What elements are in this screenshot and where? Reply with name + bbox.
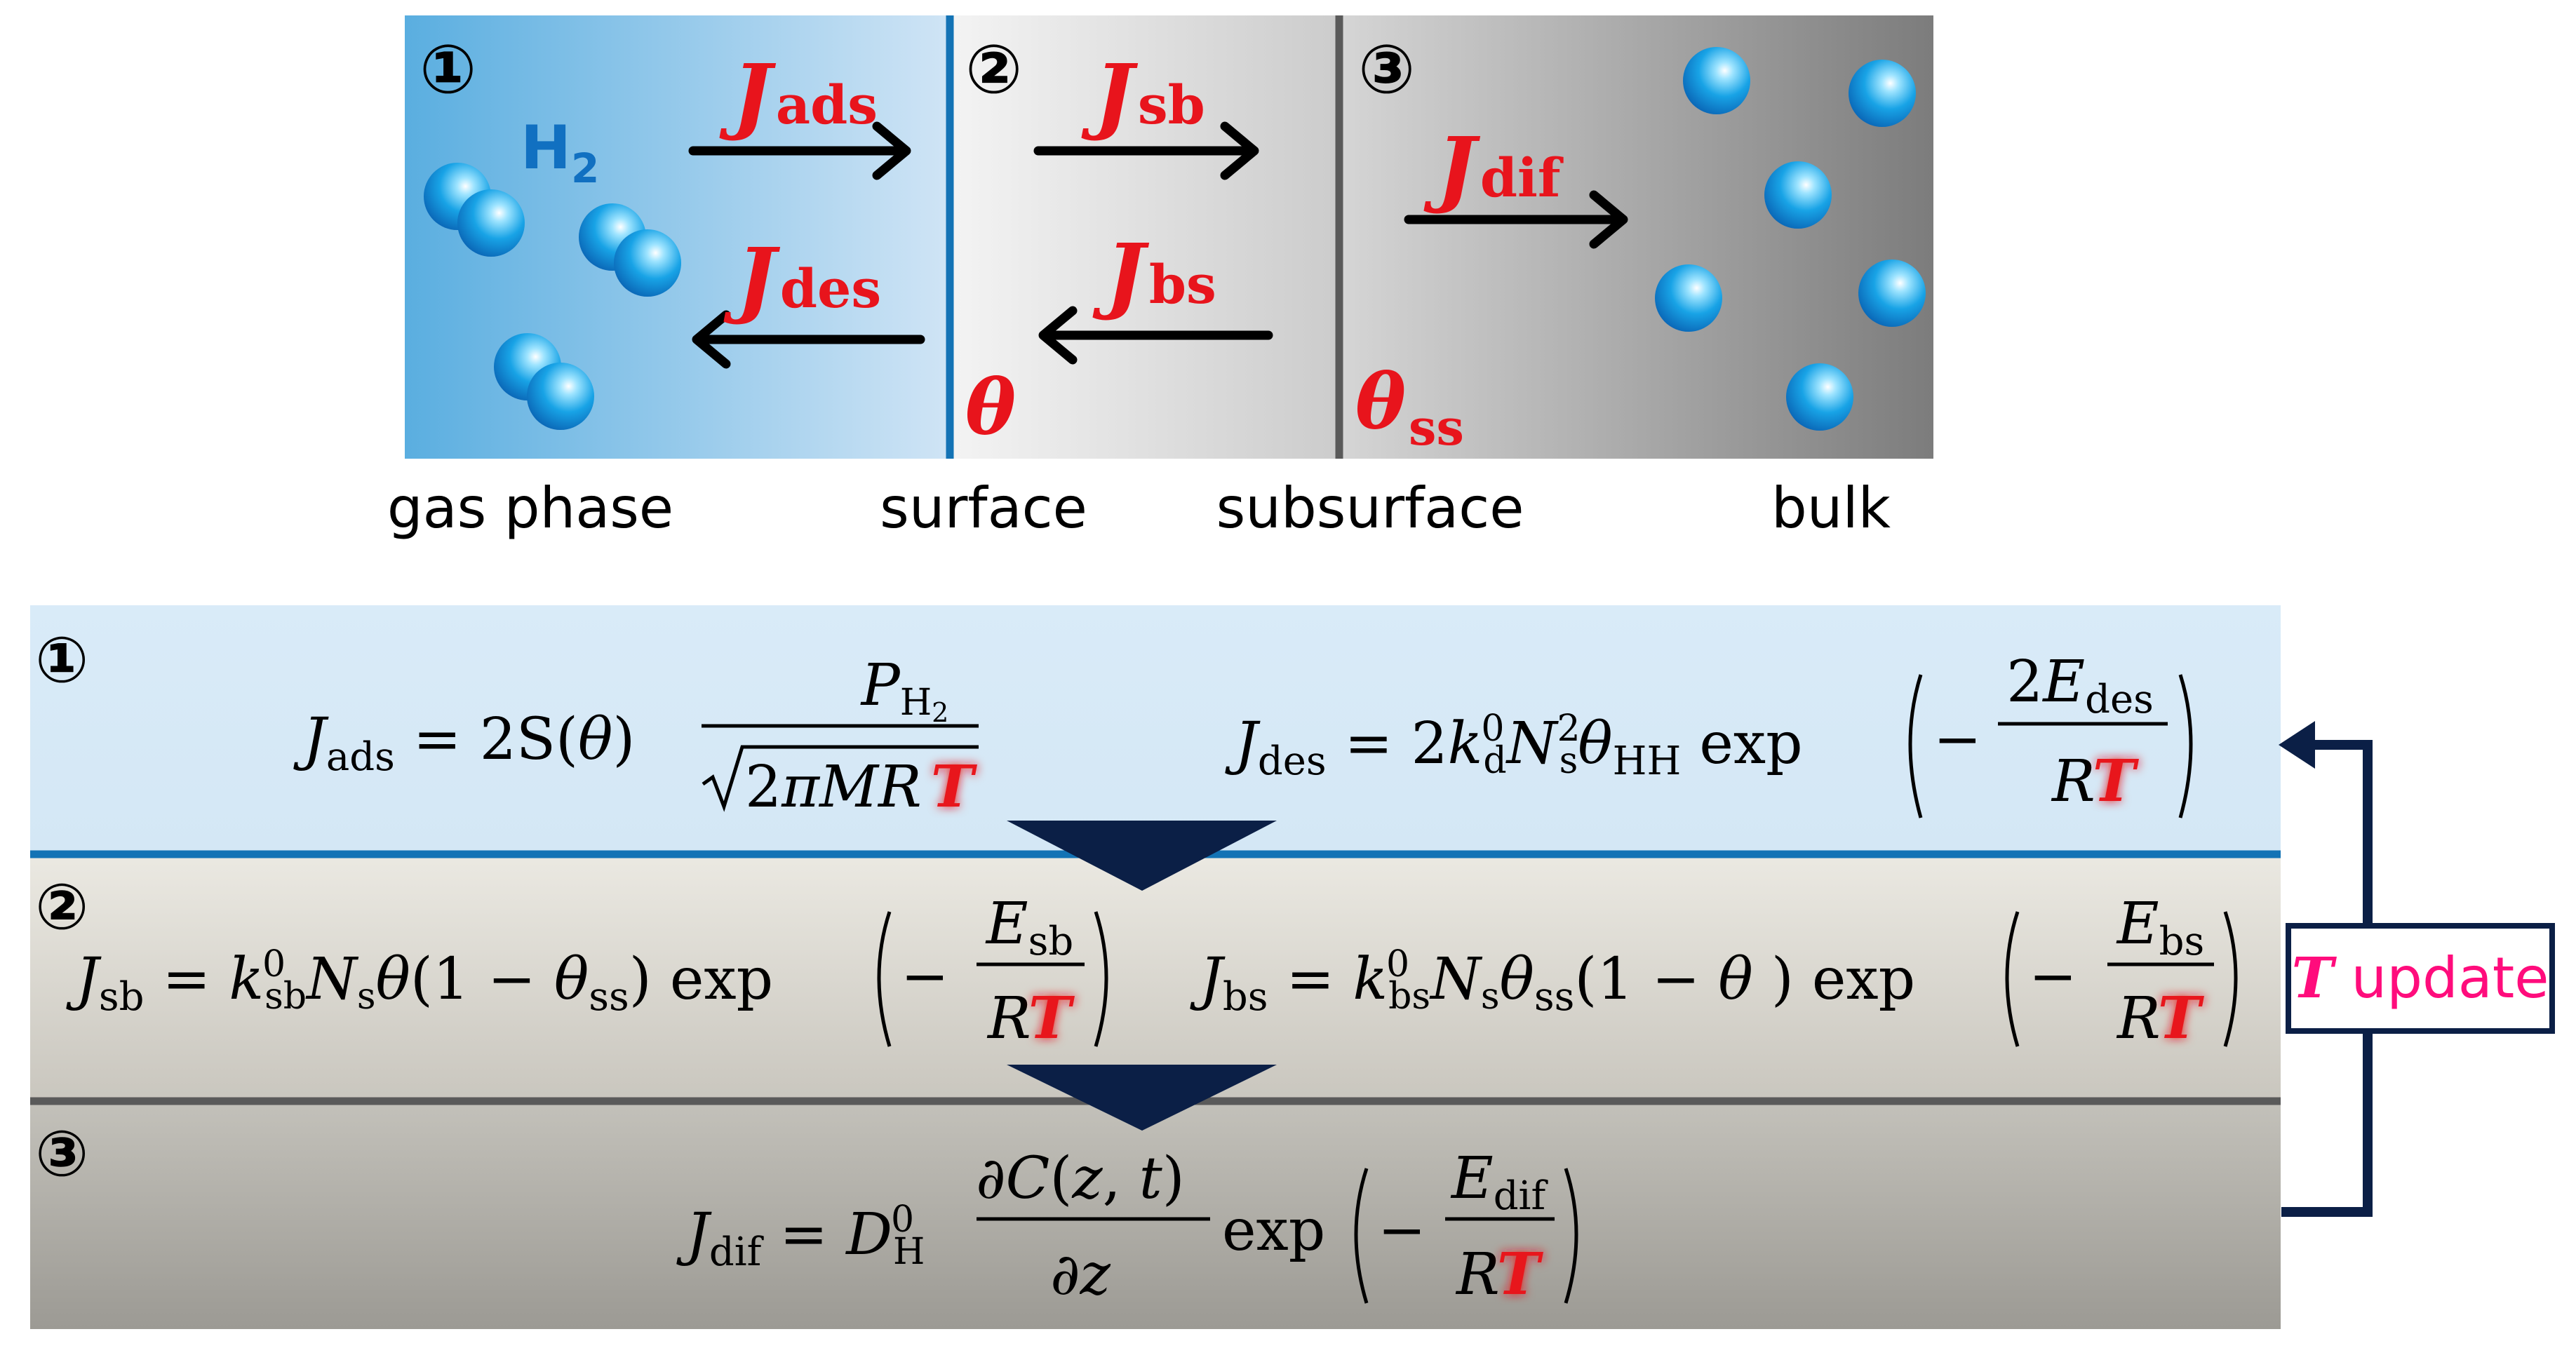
h-atom-icon bbox=[1858, 260, 1926, 327]
section-number-3: ③ bbox=[35, 1117, 88, 1191]
svg-text:T: T bbox=[2158, 985, 2204, 1052]
section-number-1: ① bbox=[35, 624, 88, 697]
svg-text:2πMR: 2πMR bbox=[745, 754, 922, 821]
svg-text:T: T bbox=[1497, 1241, 1543, 1308]
svg-text:2Edes: 2Edes bbox=[2006, 649, 2154, 722]
feedback-arrow-head-icon bbox=[2279, 721, 2315, 769]
region-number-2: ② bbox=[965, 30, 1022, 109]
subsurface-coverage-label: θss bbox=[1355, 358, 1464, 457]
svg-text:−: − bbox=[1378, 1197, 1426, 1264]
arrow-left-icon bbox=[1038, 306, 1273, 365]
svg-text:R: R bbox=[2116, 985, 2161, 1052]
h2-molecule-icon bbox=[424, 163, 525, 257]
h-atom-icon bbox=[1764, 161, 1832, 229]
svg-text:R: R bbox=[2051, 748, 2095, 815]
arrow-right-icon bbox=[1033, 121, 1259, 180]
surface-coverage-label: θ bbox=[965, 363, 1016, 452]
h-atom-icon bbox=[1849, 60, 1916, 127]
phase-label-surface: surface bbox=[880, 476, 1087, 541]
arrow-right-icon bbox=[1404, 190, 1628, 249]
surface-region bbox=[946, 15, 1337, 459]
svg-text:−: − bbox=[901, 943, 949, 1010]
svg-text:∂z: ∂z bbox=[1050, 1241, 1111, 1308]
equation-section-1 bbox=[30, 605, 2281, 854]
h2-molecule-icon bbox=[579, 203, 681, 297]
h2-label: H2 bbox=[521, 113, 599, 192]
svg-text:T: T bbox=[1028, 985, 1075, 1052]
svg-text:−: − bbox=[1933, 706, 1982, 773]
region-number-3: ③ bbox=[1358, 30, 1415, 109]
flow-down-arrow-icon bbox=[1007, 1065, 1277, 1131]
phase-label-bulk: bulk bbox=[1771, 476, 1891, 541]
equation-section-2 bbox=[30, 854, 2281, 1101]
svg-text:Edif: Edif bbox=[1450, 1145, 1549, 1219]
t-update-box bbox=[2286, 923, 2555, 1034]
svg-text:Esb: Esb bbox=[985, 891, 1073, 964]
arrow-left-icon bbox=[692, 310, 925, 369]
flow-down-arrow-icon bbox=[1007, 821, 1277, 891]
h-atom-icon bbox=[1683, 47, 1750, 114]
equation-section-3 bbox=[30, 1101, 2281, 1329]
svg-text:T: T bbox=[931, 753, 977, 821]
h-atom-icon bbox=[1786, 363, 1853, 431]
svg-text:exp: exp bbox=[1222, 1197, 1325, 1264]
svg-text:Ebs: Ebs bbox=[2116, 891, 2204, 964]
svg-text:∂C(z, t): ∂C(z, t) bbox=[976, 1145, 1184, 1212]
phase-label-subsurface: subsurface bbox=[1216, 476, 1524, 541]
h-atom-icon bbox=[1655, 264, 1722, 332]
svg-text:R: R bbox=[1455, 1241, 1500, 1308]
h2-molecule-icon bbox=[494, 333, 594, 430]
svg-text:T: T bbox=[2093, 748, 2139, 815]
arrow-right-icon bbox=[688, 121, 911, 180]
region-number-1: ① bbox=[420, 30, 476, 109]
equation-panel: ① ② ③ Jads = 2S(θ) PH2 2πMR T Jdes = 2k0… bbox=[30, 605, 2555, 1329]
t-update-label: T update bbox=[2292, 945, 2549, 1011]
section-number-2: ② bbox=[35, 870, 88, 944]
schematic: ① ② ③ H2 bbox=[387, 15, 1933, 541]
svg-text:R: R bbox=[986, 985, 1031, 1052]
svg-text:PH2: PH2 bbox=[860, 652, 949, 728]
flux-label-des: Jdes bbox=[723, 229, 881, 327]
phase-label-gas: gas phase bbox=[387, 476, 673, 541]
svg-text:−: − bbox=[2029, 943, 2077, 1010]
